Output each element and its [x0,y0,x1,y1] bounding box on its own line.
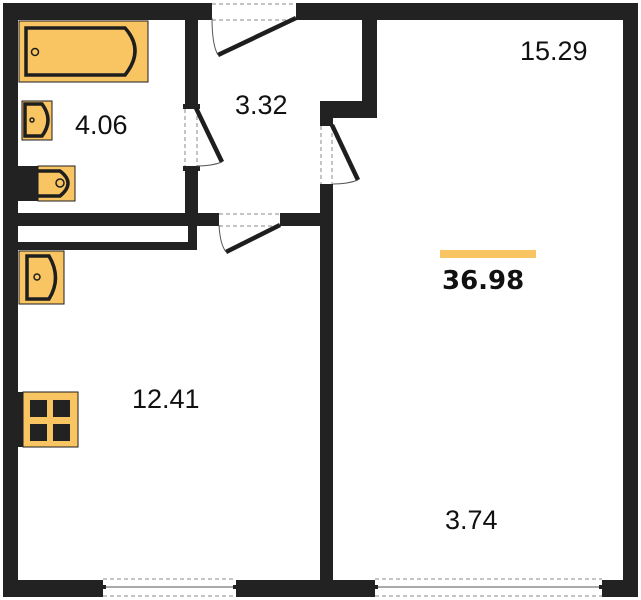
hallway-area-label: 3.32 [235,90,288,120]
bathroom-sink-icon [21,100,53,141]
bathroom-door [183,104,225,171]
kitchen-door [214,213,286,255]
total-area-label: 36.98 [442,266,525,296]
balcony-area-label: 3.74 [445,505,498,535]
kitchen-area-label: 12.41 [132,384,200,414]
stove-icon [18,391,79,448]
bathtub-icon [18,20,149,83]
bathroom-area-label: 4.06 [75,110,128,140]
room-window [370,578,607,597]
entrance-door [206,3,302,58]
total-area-accent-bar [440,250,536,258]
walls [3,3,638,597]
kitchen-sink-icon [18,250,65,305]
room-area-label: 15.29 [520,36,588,66]
kitchen-window [98,578,241,597]
room-door [320,121,361,189]
toilet-icon [18,165,76,202]
doors [183,3,361,255]
windows [98,578,607,597]
